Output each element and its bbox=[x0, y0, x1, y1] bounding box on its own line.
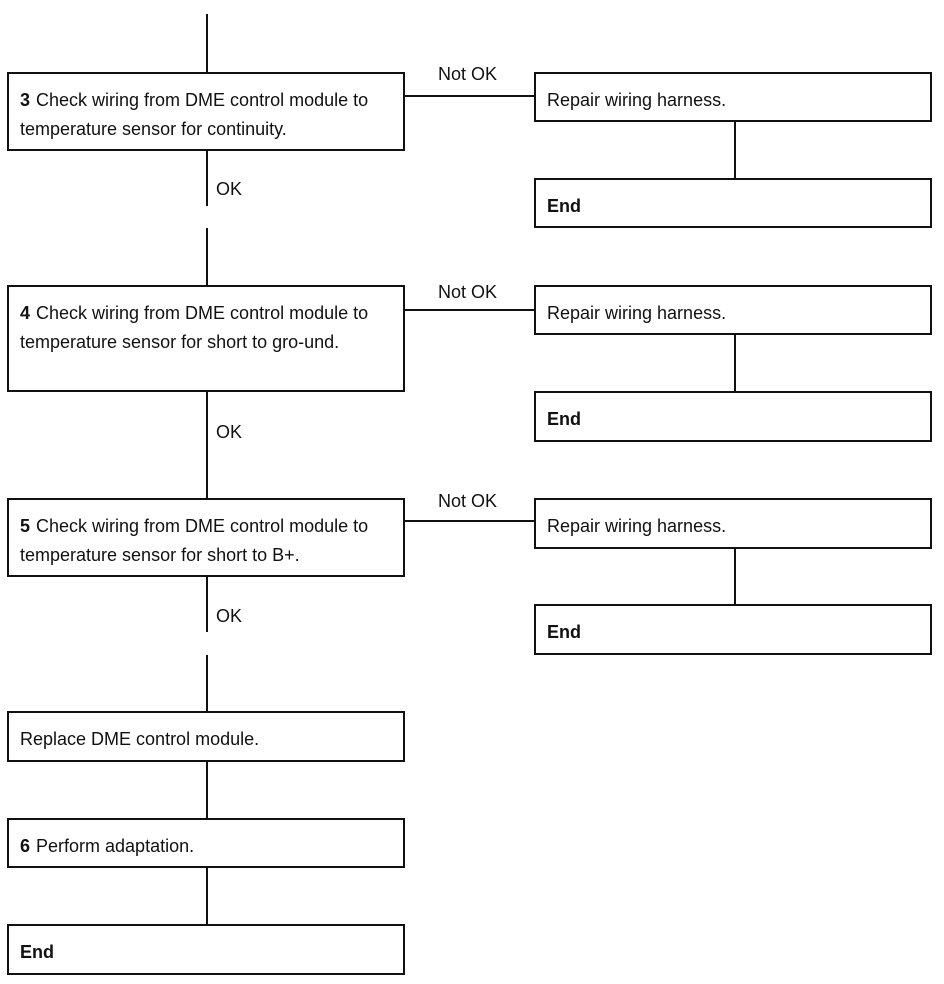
step-number: 4 bbox=[20, 303, 31, 323]
repair-text: Repair wiring harness. bbox=[547, 303, 727, 323]
connector-top bbox=[206, 14, 208, 72]
step-number: 5 bbox=[20, 516, 31, 536]
connector-6-to-end bbox=[206, 867, 208, 925]
connector-5-ok-lower bbox=[206, 655, 208, 712]
repair-box-5: Repair wiring harness. bbox=[534, 498, 932, 549]
replace-module-box: Replace DME control module. bbox=[7, 711, 405, 762]
connector-4-ok bbox=[206, 391, 208, 498]
connector-repair-4-end bbox=[734, 334, 736, 392]
step-text: Check wiring from DME control module to … bbox=[20, 516, 369, 565]
ok-label-3: OK bbox=[216, 179, 243, 199]
ok-label-5: OK bbox=[216, 606, 243, 626]
connector-replace-to-6 bbox=[206, 761, 208, 819]
step-number: 3 bbox=[20, 90, 31, 110]
repair-box-3: Repair wiring harness. bbox=[534, 72, 932, 122]
step-text: Check wiring from DME control module to … bbox=[20, 303, 369, 352]
repair-text: Repair wiring harness. bbox=[547, 90, 727, 110]
connector-3-ok-upper bbox=[206, 150, 208, 206]
not-ok-label-3: Not OK bbox=[438, 64, 498, 84]
end-text: End bbox=[547, 409, 581, 429]
repair-box-4: Repair wiring harness. bbox=[534, 285, 932, 335]
repair-text: Repair wiring harness. bbox=[547, 516, 727, 536]
connector-5-not-ok bbox=[404, 520, 535, 522]
connector-4-not-ok bbox=[404, 309, 535, 311]
not-ok-label-5: Not OK bbox=[438, 491, 498, 511]
end-text: End bbox=[20, 942, 54, 962]
ok-label-4: OK bbox=[216, 422, 243, 442]
connector-5-ok-upper bbox=[206, 576, 208, 632]
step-number: 6 bbox=[20, 836, 31, 856]
connector-repair-3-end bbox=[734, 121, 736, 179]
end-box-3: End bbox=[534, 178, 932, 228]
final-end-box: End bbox=[7, 924, 405, 975]
end-box-4: End bbox=[534, 391, 932, 442]
not-ok-label-4: Not OK bbox=[438, 282, 498, 302]
connector-3-ok-lower bbox=[206, 228, 208, 285]
end-text: End bbox=[547, 196, 581, 216]
step-text: Check wiring from DME control module to … bbox=[20, 90, 369, 139]
step-text: Perform adaptation. bbox=[36, 836, 195, 856]
connector-3-not-ok bbox=[404, 95, 535, 97]
replace-text: Replace DME control module. bbox=[20, 729, 260, 749]
end-box-5: End bbox=[534, 604, 932, 655]
end-text: End bbox=[547, 622, 581, 642]
connector-repair-5-end bbox=[734, 548, 736, 605]
